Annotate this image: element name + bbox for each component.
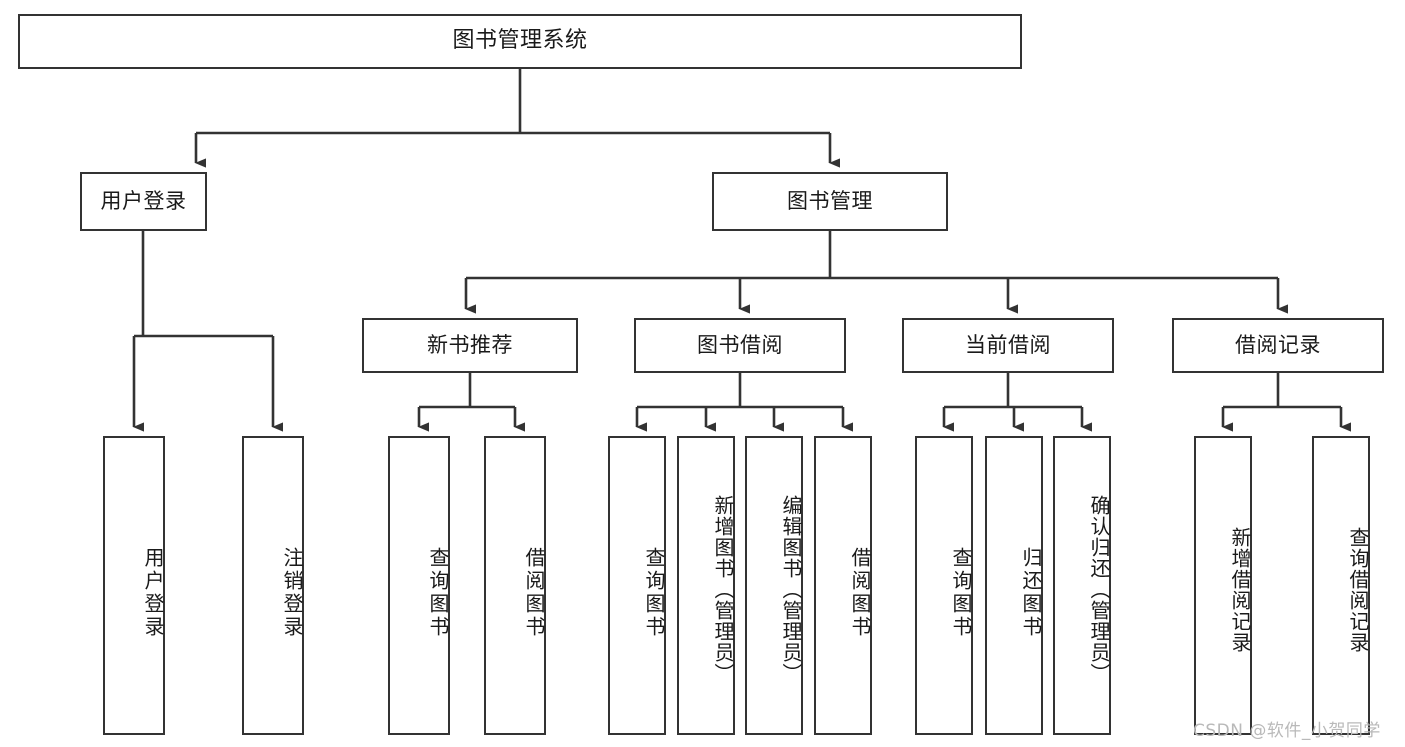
node-leaf-user-login[interactable]: 用户登录 bbox=[103, 436, 165, 735]
node-leaf-query-borrow-record[interactable]: 查询借阅记录 bbox=[1312, 436, 1370, 735]
node-leaf-edit-book-admin[interactable]: 编辑图书（管理员） bbox=[745, 436, 803, 735]
node-current-borrow[interactable]: 当前借阅 bbox=[902, 318, 1114, 373]
node-leaf-confirm-return-admin[interactable]: 确认归还（管理员） bbox=[1053, 436, 1111, 735]
node-new-book-recommend[interactable]: 新书推荐 bbox=[362, 318, 578, 373]
node-root[interactable]: 图书管理系统 bbox=[18, 14, 1022, 69]
csdn-watermark: CSDN @软件_小贺同学 bbox=[1193, 721, 1381, 741]
node-book-manage[interactable]: 图书管理 bbox=[712, 172, 948, 231]
node-leaf-logout[interactable]: 注销登录 bbox=[242, 436, 304, 735]
node-leaf-query-book-3[interactable]: 查询图书 bbox=[915, 436, 973, 735]
node-book-borrow[interactable]: 图书借阅 bbox=[634, 318, 846, 373]
node-user-login[interactable]: 用户登录 bbox=[80, 172, 207, 231]
node-leaf-add-book-admin[interactable]: 新增图书（管理员） bbox=[677, 436, 735, 735]
node-leaf-return-book[interactable]: 归还图书 bbox=[985, 436, 1043, 735]
node-leaf-query-book-2[interactable]: 查询图书 bbox=[608, 436, 666, 735]
node-leaf-query-book-1[interactable]: 查询图书 bbox=[388, 436, 450, 735]
node-leaf-borrow-book-1[interactable]: 借阅图书 bbox=[484, 436, 546, 735]
node-leaf-add-borrow-record[interactable]: 新增借阅记录 bbox=[1194, 436, 1252, 735]
node-borrow-record[interactable]: 借阅记录 bbox=[1172, 318, 1384, 373]
node-leaf-borrow-book-2[interactable]: 借阅图书 bbox=[814, 436, 872, 735]
